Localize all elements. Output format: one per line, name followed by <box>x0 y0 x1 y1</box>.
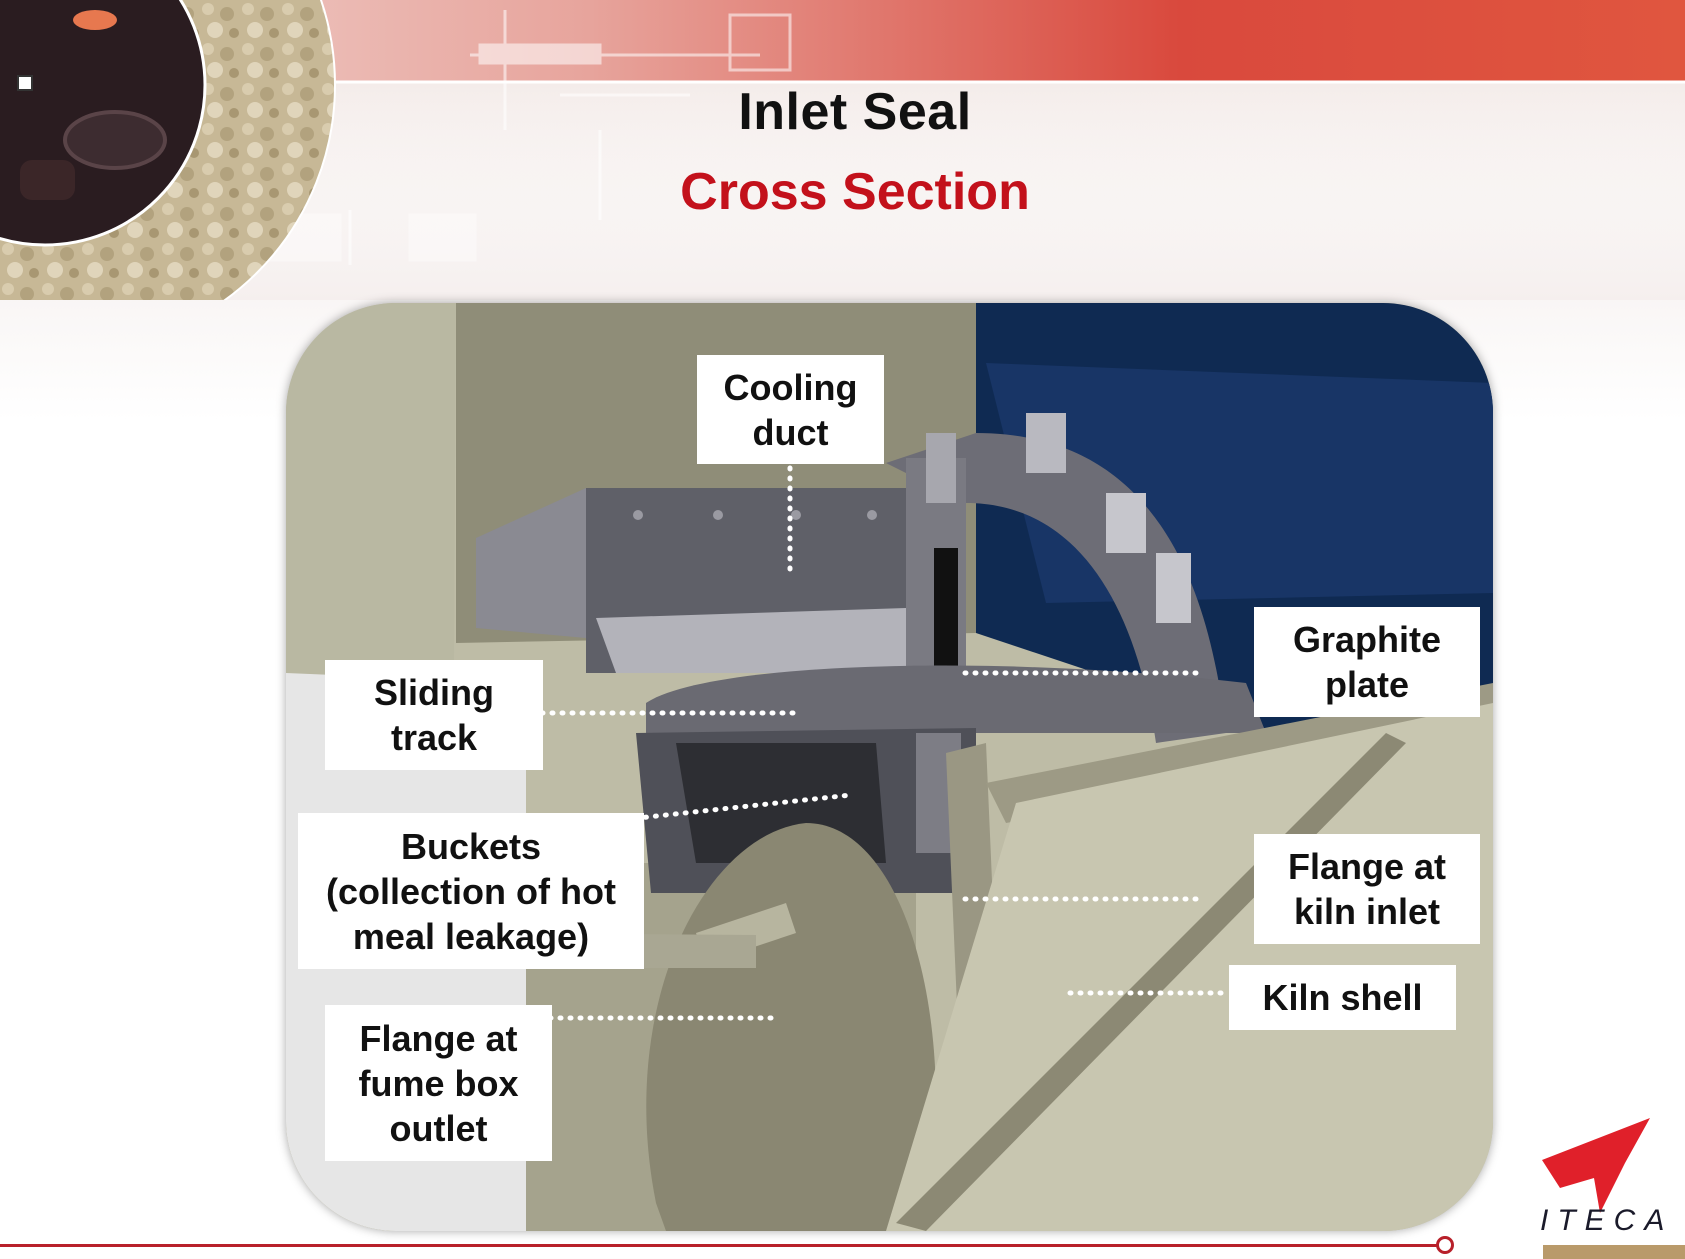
callout-graphite-plate: Graphite plate <box>1254 607 1480 717</box>
page-subtitle: Cross Section <box>680 163 1030 221</box>
iteca-logo-strip <box>1543 1245 1685 1259</box>
header-banner <box>0 0 1685 300</box>
callout-flange-fume-box: Flange at fume box outlet <box>325 1005 552 1161</box>
duct-lip <box>476 488 586 638</box>
fume-box-flange <box>646 823 936 1231</box>
header-banner-art <box>0 0 1685 300</box>
callout-sliding-track: Sliding track <box>325 660 543 770</box>
callout-cooling-duct: Cooling duct <box>697 355 884 464</box>
iteca-logo-mark <box>1542 1118 1650 1213</box>
callout-flange-kiln-inlet: Flange at kiln inlet <box>1254 834 1480 944</box>
footer-rule <box>0 1244 1440 1247</box>
page-title: Inlet Seal <box>738 83 972 141</box>
callout-buckets: Buckets (collection of hot meal leakage) <box>298 813 644 969</box>
callout-kiln-shell: Kiln shell <box>1229 965 1456 1030</box>
footer-dot <box>1436 1236 1454 1254</box>
cross-section-diagram: Cooling duct Graphite plate Sliding trac… <box>286 303 1493 1231</box>
iteca-logo-text: ITECA <box>1540 1204 1674 1237</box>
